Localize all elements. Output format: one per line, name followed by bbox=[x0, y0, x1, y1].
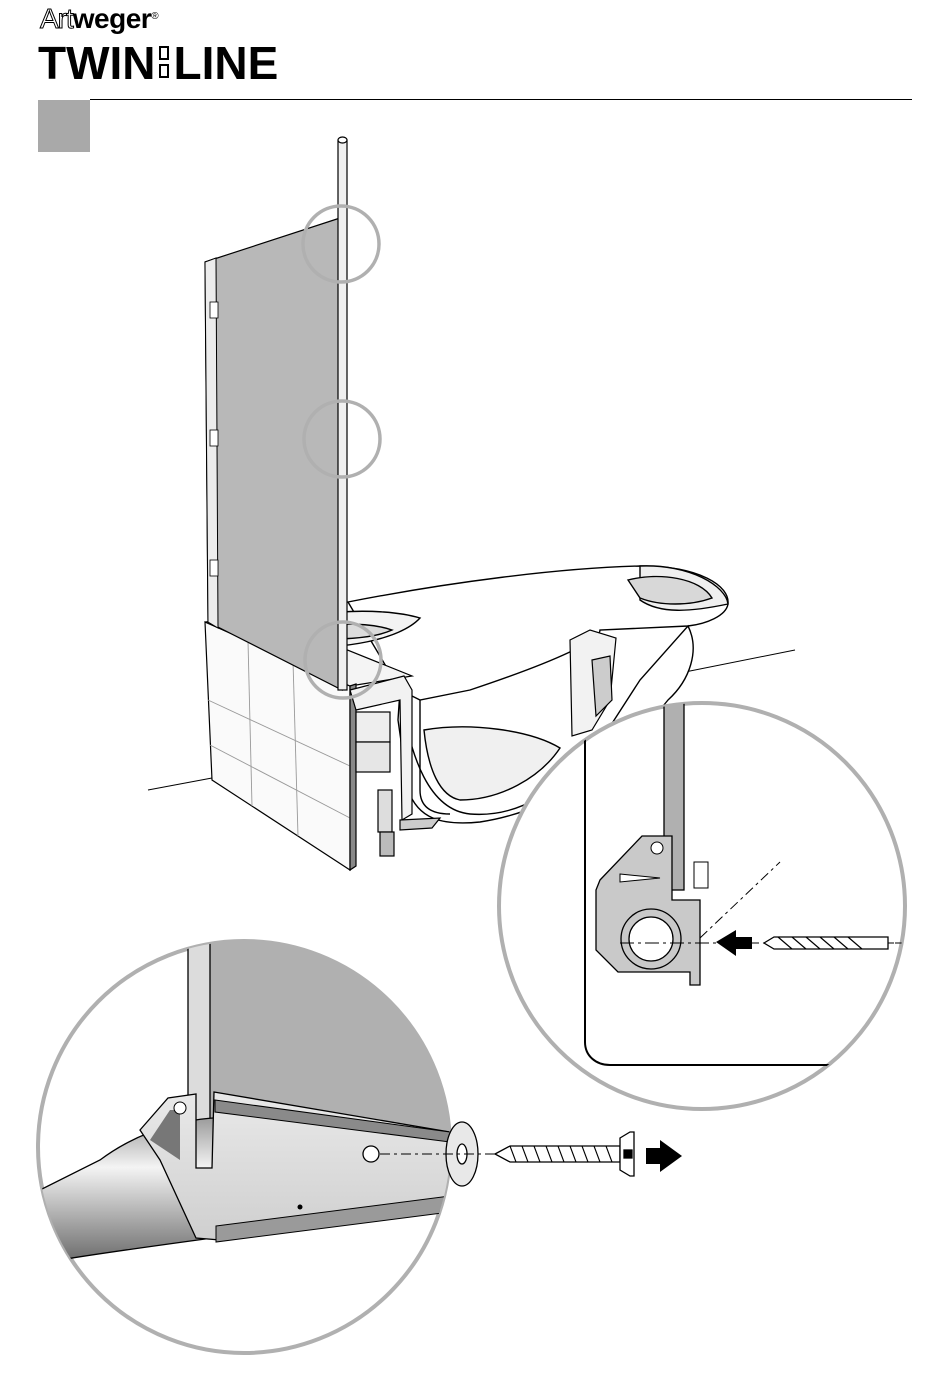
shower-screen bbox=[205, 218, 342, 690]
vertical-support-rod bbox=[338, 137, 347, 690]
drill-bit-icon bbox=[764, 937, 905, 949]
callout-drilling bbox=[499, 700, 950, 1109]
screw-icon bbox=[495, 1132, 634, 1176]
direction-arrow-icon bbox=[646, 1140, 682, 1172]
